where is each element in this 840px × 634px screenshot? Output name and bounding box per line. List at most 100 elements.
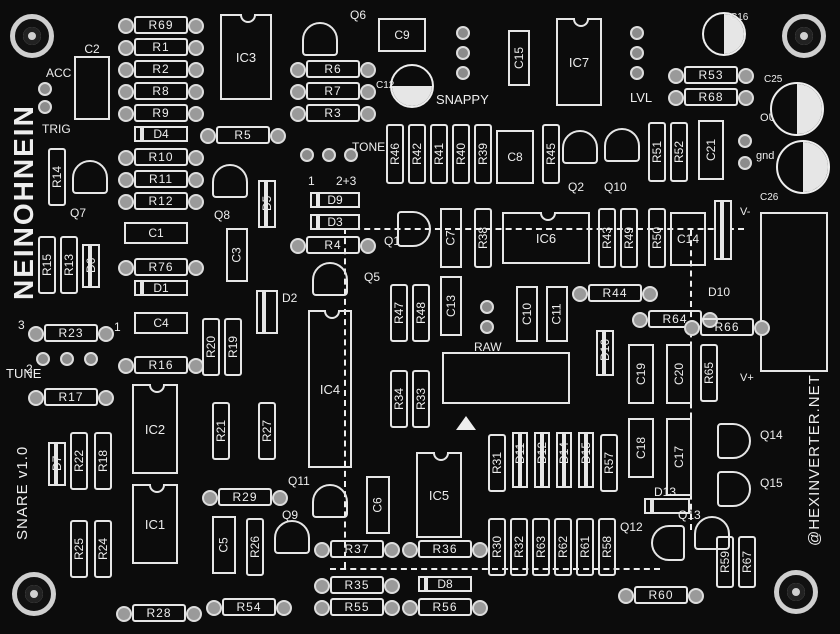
ic-ic7: IC7 (556, 18, 602, 106)
resistor-r32: R32 (510, 518, 528, 576)
resistor-r69: R69 (118, 16, 204, 34)
diode-d15: D15 (578, 432, 594, 488)
diode-d5: D5 (258, 180, 276, 228)
dashed-outline-4 (344, 228, 744, 231)
resistor-r22: R22 (70, 432, 88, 490)
tone-pin-23: 2+3 (336, 174, 357, 188)
transistor-q5 (312, 262, 348, 296)
cap-c9: C9 (378, 18, 426, 52)
mounting-hole-bottom-right (774, 570, 818, 614)
ic-ic1: IC1 (132, 484, 178, 564)
cap-c3: C3 (226, 228, 248, 282)
resistor-r38: R38 (474, 208, 492, 268)
cap-c11: C11 (546, 286, 568, 342)
resistor-r36: R36 (402, 540, 488, 558)
resistor-r11: R11 (118, 170, 204, 188)
transistor-q9 (274, 520, 310, 554)
diode-d13: D13 (644, 486, 690, 514)
snappy-pad-1 (456, 26, 470, 40)
ecap-c26 (776, 140, 830, 194)
resistor-r18: R18 (94, 432, 112, 490)
cap-c10: C10 (516, 286, 538, 342)
resistor-r20: R20 (202, 318, 220, 376)
website-label: @HEXINVERTER.NET (806, 374, 823, 546)
board-name: NEINOHNEIN (8, 104, 39, 300)
cap-c5: C5 (212, 516, 236, 574)
cap-c4: C4 (134, 312, 188, 334)
diode-d6: D6 (82, 244, 100, 288)
resistor-r54: R54 (206, 598, 292, 616)
transistor-q15-label: Q15 (760, 476, 783, 490)
cap-c8: C8 (496, 130, 534, 184)
power-connector (760, 212, 828, 372)
gnd-label: gnd (756, 150, 775, 162)
transistor-q8-label: Q8 (214, 208, 231, 222)
resistor-r65: R65 (700, 344, 718, 402)
diode-d3: D3 (310, 214, 360, 230)
dashed-outline-2 (330, 568, 660, 571)
ic-ic6: IC6 (502, 212, 590, 264)
raw-label: RAW (474, 340, 502, 354)
cap-c14: C14 (670, 212, 706, 266)
gnd-pad (738, 156, 752, 170)
ecap-c12-label: C12 (376, 80, 395, 91)
cap-c21: C21 (698, 120, 724, 180)
ic-ic2: IC2 (132, 384, 178, 474)
diode-d8: D8 (418, 576, 472, 592)
acc-label: ACC (46, 66, 72, 80)
lvl-pad-1 (630, 26, 644, 40)
tone-pad-1 (300, 148, 314, 162)
resistor-r25: R25 (70, 520, 88, 578)
transistor-q10 (604, 128, 640, 162)
cap-c20: C20 (666, 344, 692, 404)
tune-pad-3 (84, 352, 98, 366)
resistor-r56: R56 (402, 598, 488, 616)
ecap-c16-label: C16 (730, 12, 749, 23)
resistor-r29: R29 (202, 488, 288, 506)
resistor-r37: R37 (314, 540, 400, 558)
transistor-q14-label: Q14 (760, 428, 783, 442)
ic-ic3: IC3 (220, 14, 272, 100)
lvl-label: LVL (630, 90, 653, 105)
transistor-q10-label: Q10 (604, 180, 627, 194)
cap-c6: C6 (366, 476, 390, 534)
ic-ic5: IC5 (416, 452, 462, 538)
center-connector-arrow (456, 416, 476, 430)
resistor-r68: R68 (668, 88, 754, 106)
dashed-outline-1 (344, 228, 347, 568)
resistor-r57: R57 (600, 434, 618, 492)
ic-ic4: IC4 (308, 310, 352, 468)
diode-d10: D10 (708, 200, 732, 298)
center-connector (442, 352, 570, 404)
transistor-q15 (717, 471, 751, 507)
resistor-r43: R43 (598, 208, 616, 268)
cap-c15: C15 (508, 30, 530, 86)
resistor-r49: R49 (620, 208, 638, 268)
snappy-pad-2 (456, 46, 470, 60)
snappy-label: SNAPPY (436, 92, 489, 107)
tune-pad-2 (60, 352, 74, 366)
tune-pin-1: 1 (114, 320, 121, 334)
resistor-r12: R12 (118, 192, 204, 210)
acc-pad (38, 82, 52, 96)
resistor-r67: R67 (738, 536, 756, 588)
resistor-r8: R8 (118, 82, 204, 100)
cap-c18: C18 (628, 418, 654, 478)
resistor-r51: R51 (648, 122, 666, 182)
tune-label: TUNE (6, 366, 42, 381)
resistor-r17: R17 (28, 388, 114, 406)
resistor-r26: R26 (246, 518, 264, 576)
diode-d11: D11 (512, 432, 528, 488)
ecap-c25 (770, 82, 824, 136)
resistor-r15: R15 (38, 236, 56, 294)
resistor-r2: R2 (118, 60, 204, 78)
mounting-hole-bottom-left (12, 572, 56, 616)
ecap-c12 (390, 64, 434, 108)
diode-d1: D1 (134, 280, 188, 296)
resistor-r50: R50 (648, 208, 666, 268)
resistor-r28: R28 (116, 604, 202, 622)
resistor-r46: R46 (386, 124, 404, 184)
resistor-r34: R34 (390, 370, 408, 428)
transistor-q2-label: Q2 (568, 180, 585, 194)
diode-d2: D2 (256, 290, 297, 334)
